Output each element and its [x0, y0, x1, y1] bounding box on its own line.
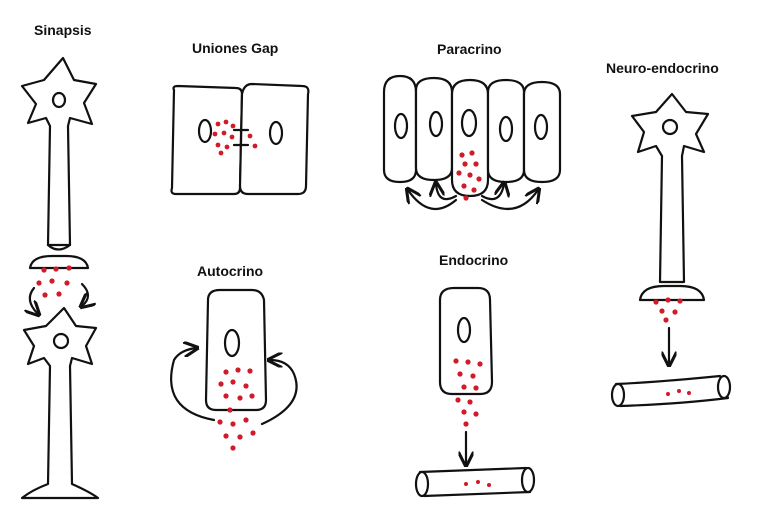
paracrino-cells [382, 74, 562, 198]
sinapsis-neuron-postsynaptic [20, 306, 100, 500]
endocrino-nucleus [456, 316, 472, 344]
autocrino-cell [204, 288, 268, 412]
gap-nucleus-right [268, 120, 284, 146]
endocrino-hormone-dots [453, 358, 483, 427]
sinapsis-nucleus-bottom [52, 332, 70, 350]
label-neuro-endocrino: Neuro-endocrino [606, 60, 719, 76]
gap-signal-dots [212, 119, 258, 156]
paracrino-arrow-far-left [408, 190, 458, 210]
paracrino-nucleus-1 [393, 112, 409, 140]
paracrino-nucleus-3 [460, 108, 478, 138]
label-autocrino: Autocrino [197, 263, 264, 279]
paracrino-nucleus-5 [533, 113, 549, 141]
autocrino-nucleus [223, 328, 241, 358]
autocrino-signal-dots [217, 367, 256, 451]
label-uniones-gap: Uniones Gap [192, 40, 279, 56]
sinapsis-neurotransmitter-dots [36, 265, 72, 298]
sinapsis-nucleus-top [51, 91, 67, 109]
endocrino-blood-vessel [414, 466, 536, 498]
paracrino-arrow-left [436, 184, 458, 201]
paracrino-arrow-right [480, 184, 504, 201]
endocrino-cell [438, 286, 494, 396]
label-sinapsis: Sinapsis [34, 22, 92, 38]
neuroendocrino-nucleus [661, 118, 679, 136]
gap-nucleus-left [197, 118, 213, 144]
label-endocrino: Endocrino [439, 252, 509, 268]
sinapsis-arrow-left [30, 286, 38, 314]
sinapsis-arrow-right [82, 282, 88, 306]
paracrino-arrow-far-right [480, 190, 538, 210]
gap-cells [170, 82, 310, 196]
autocrino-arrow-left [170, 348, 216, 422]
paracrino-nucleus-2 [428, 110, 444, 138]
sinapsis-neuron-presynaptic [20, 56, 98, 270]
label-paracrino: Paracrino [437, 41, 502, 57]
autocrino-arrow-right [260, 360, 298, 426]
neuroendocrino-axon-terminal [638, 284, 706, 302]
neuroendocrino-hormone-dots [653, 297, 683, 323]
gap-junction-channel [232, 128, 250, 147]
paracrino-signal-dots [456, 150, 482, 201]
paracrino-nucleus-4 [498, 115, 514, 143]
neuroendocrino-neuron [630, 92, 710, 302]
sinapsis-axon-terminal [28, 254, 90, 270]
neuroendocrino-blood-vessel [610, 374, 732, 408]
